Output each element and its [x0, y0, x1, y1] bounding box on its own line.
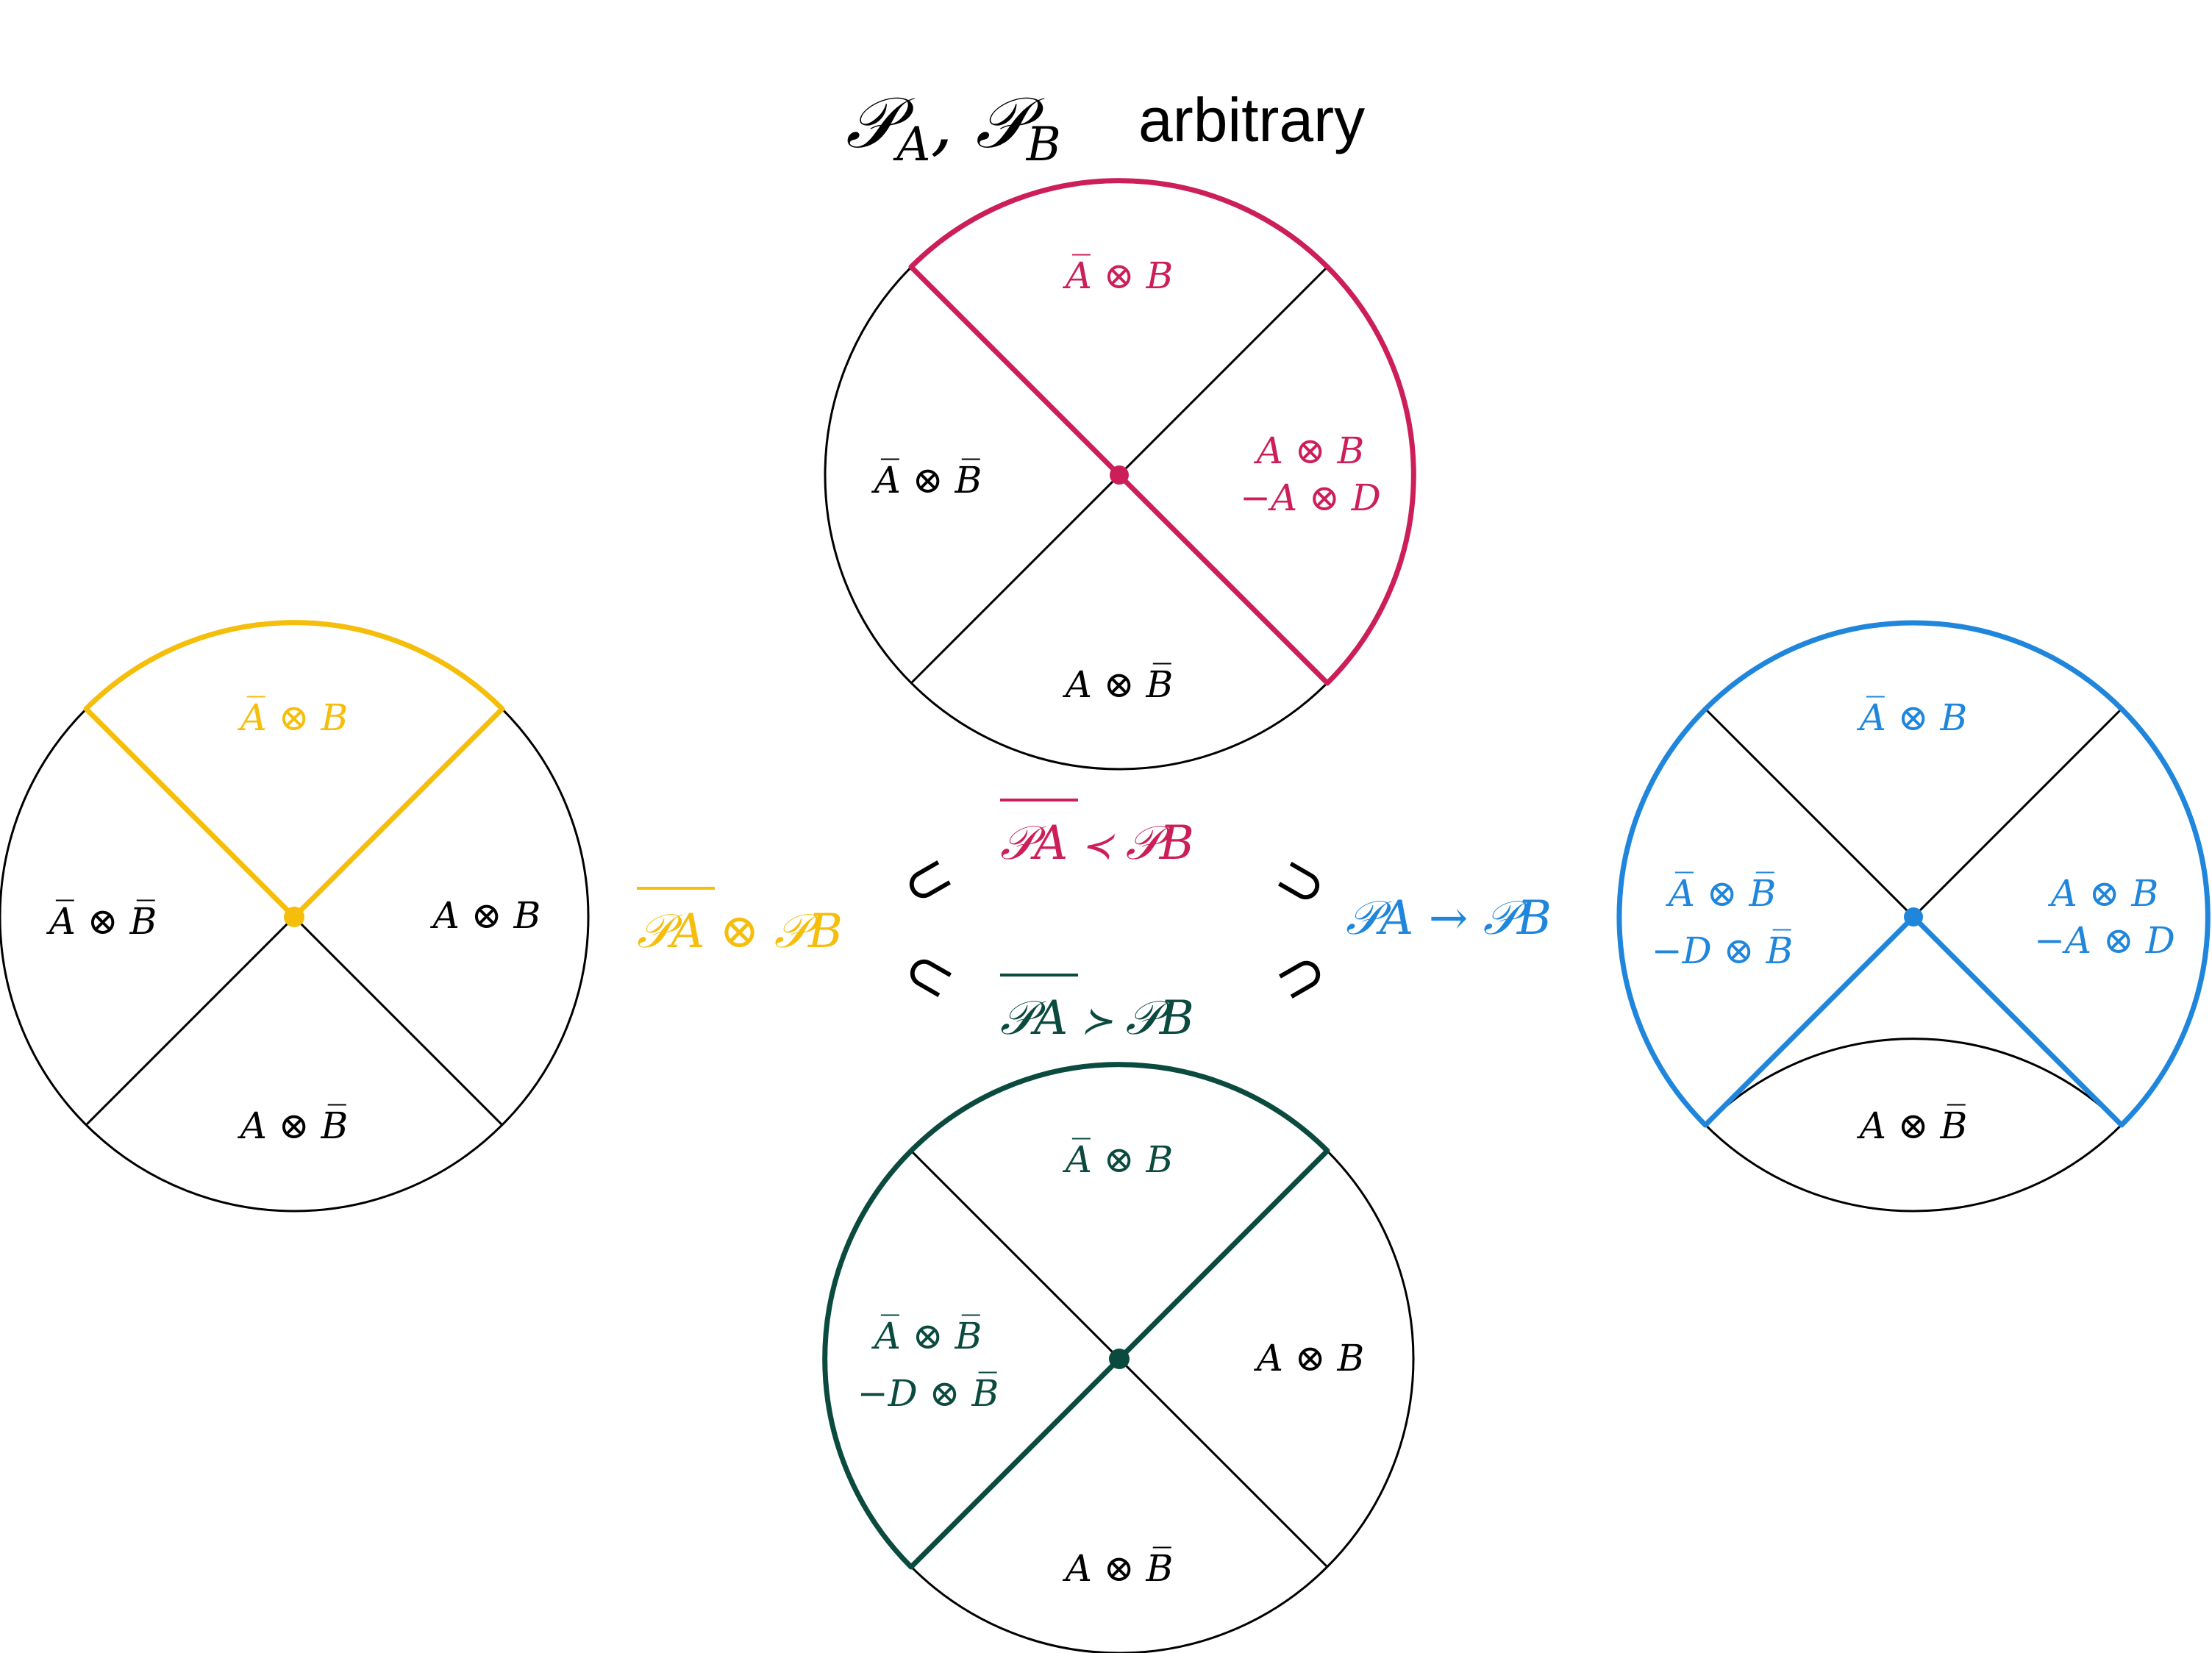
highlight-region-top-right [908, 178, 1416, 686]
label-top: A̅ ⊗ B [1857, 696, 1968, 739]
label-right-line2: −A ⊗ D [2034, 919, 2175, 962]
label-left: A̅ ⊗ B̅ [871, 458, 982, 501]
subset-symbol-left-top: ⊂ [888, 838, 966, 922]
diagram-right: A̅ ⊗ B A̅ ⊗ B̅ −D ⊗ B̅ A ⊗ B −A ⊗ D A ⊗ … [1616, 620, 2211, 1213]
relation-implies: 𝒫A → 𝒫B [1346, 891, 1552, 946]
label-top: A̅ ⊗ B [238, 696, 349, 739]
center-dot [284, 907, 304, 927]
label-top: A̅ ⊗ B [1063, 254, 1174, 297]
diagram-left: A̅ ⊗ B A̅ ⊗ B̅ A ⊗ B A ⊗ B̅ [0, 620, 590, 1213]
arc-bottom [1704, 1038, 2123, 1127]
relation-precedes: 𝒫A ≺ 𝒫B [1000, 799, 1194, 871]
label-left-line1: A̅ ⊗ B̅ [871, 1314, 982, 1357]
label-top: A̅ ⊗ B [1063, 1138, 1174, 1181]
label-left-line2: −D ⊗ B̅ [1652, 929, 1793, 972]
label-bottom: A ⊗ B̅ [1063, 1546, 1174, 1590]
diagram-top: A̅ ⊗ B A̅ ⊗ B̅ A ⊗ B −A ⊗ D A ⊗ B̅ [824, 178, 1416, 771]
center-dot [1904, 907, 1923, 927]
title: 𝒫A, 𝒫B arbitrary [846, 82, 1365, 172]
label-right-line1: A ⊗ B [2048, 872, 2159, 915]
title-word: arbitrary [1138, 85, 1365, 154]
diagram-bottom: A̅ ⊗ B A̅ ⊗ B̅ −D ⊗ B̅ A ⊗ B A ⊗ B̅ [822, 1062, 1415, 1653]
relation-tensor-text: 𝒫A ⊗ 𝒫B [637, 904, 843, 959]
label-bottom: A ⊗ B̅ [238, 1104, 349, 1147]
relation-succeeds: 𝒫A ≻ 𝒫B [1000, 974, 1194, 1046]
label-bottom: A ⊗ B̅ [1857, 1104, 1968, 1147]
subset-symbol-right-bottom: ⊂ [1264, 937, 1341, 1021]
title-math: 𝒫A, 𝒫B [846, 82, 1061, 172]
relation-implies-text: 𝒫A → 𝒫B [1346, 891, 1552, 946]
subset-symbol-right-top: ⊂ [1262, 843, 1339, 927]
center-dot [1110, 465, 1129, 485]
highlight-region-left-top-right [1616, 620, 2211, 1128]
label-right-line1: A ⊗ B [1254, 429, 1365, 472]
label-bottom: A ⊗ B̅ [1063, 663, 1174, 706]
subset-symbol-left-bottom: ⊂ [891, 932, 968, 1016]
label-left-line1: A̅ ⊗ B̅ [1666, 871, 1777, 915]
highlight-region-top [83, 620, 505, 920]
label-left-line2: −D ⊗ B̅ [857, 1371, 999, 1415]
label-left: A̅ ⊗ B̅ [46, 899, 157, 943]
label-right: A ⊗ B [430, 894, 541, 937]
center-dot [1109, 1349, 1130, 1369]
relation-tensor: 𝒫A ⊗ 𝒫B [637, 887, 843, 959]
label-right-line2: −A ⊗ D [1240, 476, 1381, 519]
relation-succeeds-text: 𝒫A ≻ 𝒫B [1000, 991, 1194, 1046]
label-right: A ⊗ B [1254, 1337, 1365, 1379]
relation-precedes-text: 𝒫A ≺ 𝒫B [1000, 816, 1194, 871]
highlight-region-left-top [822, 1062, 1330, 1570]
